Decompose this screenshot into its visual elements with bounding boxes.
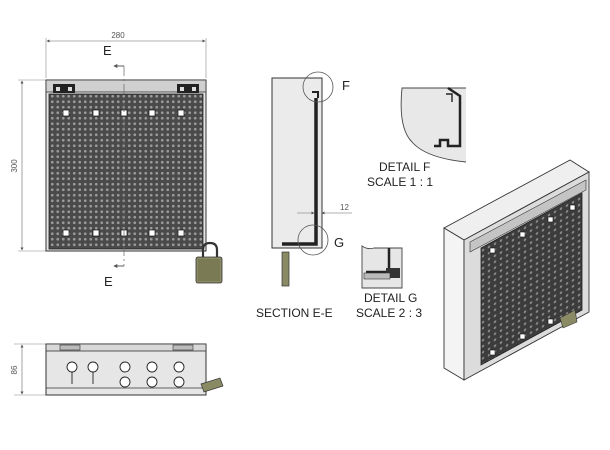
iso-lock-icon: [559, 309, 578, 329]
detail-f-callout: [302, 71, 334, 103]
section-line: E E: [103, 43, 125, 289]
detail-g-scale: SCALE 2 : 3: [356, 306, 422, 320]
lock-rod: [281, 251, 290, 287]
detail-g: DETAIL G SCALE 2 : 3: [356, 245, 422, 320]
padlock-icon: [195, 241, 223, 284]
detail-f-title: DETAIL F: [379, 160, 430, 174]
section-view: F G 12 SECTION E-E: [256, 71, 352, 320]
detail-g-callout: [297, 224, 329, 256]
iso-clips: [489, 204, 576, 356]
callout-f-label: F: [342, 78, 350, 93]
iso-perforated-panel: [480, 192, 583, 366]
lock-shackle-icon: [200, 377, 224, 393]
width-dimension: 280: [45, 31, 207, 78]
detail-g-title: DETAIL G: [364, 291, 417, 305]
detail-f-scale: SCALE 1 : 1: [367, 175, 433, 189]
top-brackets: [53, 84, 199, 93]
section-marker-top: E: [103, 43, 112, 58]
thickness-dimension: 12: [297, 203, 352, 215]
thickness-dimension-label: 12: [340, 203, 349, 212]
section-marker-bottom: E: [104, 274, 113, 289]
section-body: [271, 77, 323, 249]
keyhole-slots: [66, 361, 99, 384]
isometric-view: [443, 159, 590, 381]
round-holes: [119, 361, 185, 388]
width-dimension-label: 280: [111, 31, 125, 40]
perforated-panel: [48, 93, 204, 250]
height-dimension-label: 300: [10, 159, 19, 173]
front-view: 280 300: [10, 31, 223, 289]
depth-dimension: 86: [10, 343, 46, 396]
bottom-view: 86: [10, 343, 224, 396]
detail-f: DETAIL F SCALE 1 : 1: [367, 86, 467, 189]
front-top-strip: [45, 79, 207, 93]
callout-g-label: G: [334, 235, 344, 250]
section-label: SECTION E-E: [256, 306, 333, 320]
depth-dimension-label: 86: [10, 365, 19, 374]
height-dimension: 300: [10, 79, 46, 252]
